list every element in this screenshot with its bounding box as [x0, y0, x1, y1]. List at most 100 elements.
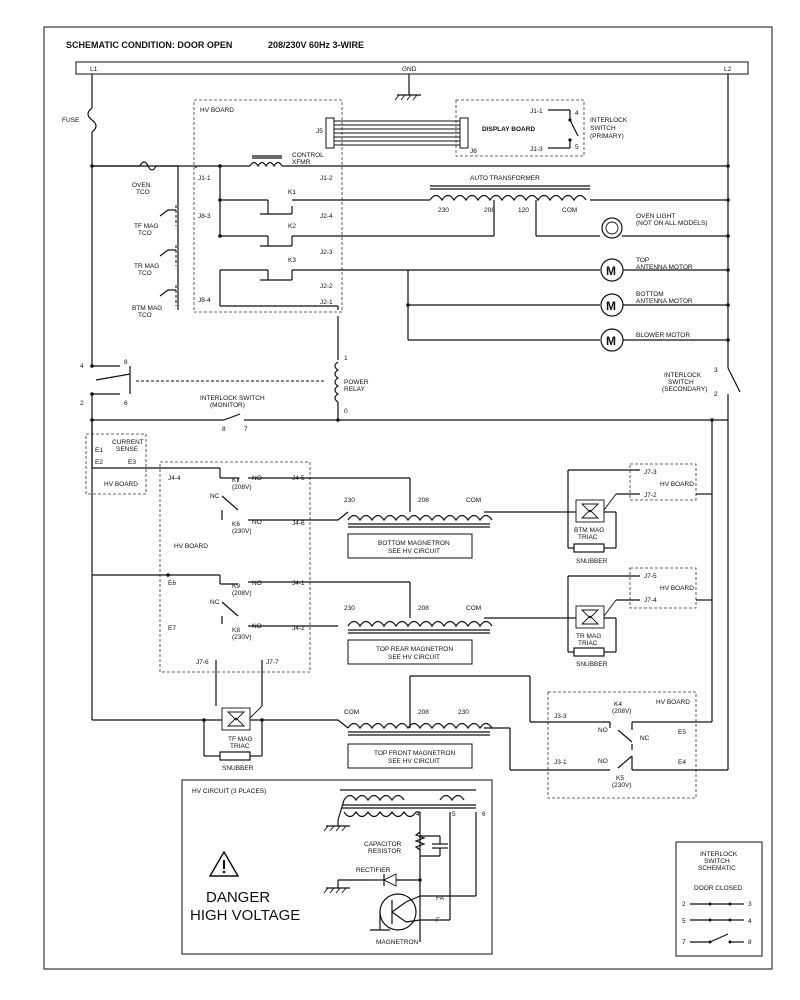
svg-text:J3-1: J3-1 — [554, 759, 567, 766]
svg-text:HV BOARD: HV BOARD — [660, 481, 694, 488]
svg-text:FA: FA — [436, 895, 445, 902]
hv-board-label: HV BOARD — [200, 107, 234, 114]
svg-text:XFMR: XFMR — [292, 159, 311, 166]
svg-text:1: 1 — [344, 355, 348, 362]
relay-k7-contact — [221, 495, 239, 511]
svg-text:SEE HV CIRCUIT: SEE HV CIRCUIT — [388, 548, 440, 555]
bottom-magnetron-transformer-icon — [347, 514, 493, 528]
svg-text:NC: NC — [640, 735, 650, 742]
svg-text:4: 4 — [748, 918, 752, 925]
svg-text:NC: NC — [210, 493, 220, 500]
terminal-l1: L1 — [90, 66, 98, 73]
fuse-icon — [87, 107, 97, 133]
svg-text:MAGNETRON: MAGNETRON — [376, 939, 419, 946]
svg-text:3: 3 — [714, 367, 718, 374]
svg-text:TR MAG: TR MAG — [576, 633, 601, 640]
hv-circuit-box — [181, 779, 493, 955]
danger-text: DANGER — [206, 889, 270, 906]
interlock-legend-box — [675, 841, 763, 957]
svg-text:K4: K4 — [614, 701, 622, 708]
oven-light-icon — [601, 217, 623, 239]
svg-text:INTERLOCK: INTERLOCK — [664, 372, 702, 379]
svg-text:TOP: TOP — [636, 257, 649, 264]
tr-snubber-icon — [573, 647, 605, 657]
btm-triac-hv-board — [629, 463, 697, 501]
svg-text:J8-4: J8-4 — [198, 297, 211, 304]
svg-text:J2-3: J2-3 — [320, 249, 333, 256]
svg-text:(MONITOR): (MONITOR) — [210, 402, 245, 409]
svg-text:K9: K9 — [232, 583, 240, 590]
svg-text:208: 208 — [418, 709, 429, 716]
btm-mag-tco-icon — [159, 285, 177, 306]
svg-text:E7: E7 — [168, 625, 176, 632]
ribbon-cable — [325, 117, 469, 149]
svg-text:K8: K8 — [232, 627, 240, 634]
svg-text:J4-4: J4-4 — [168, 475, 181, 482]
svg-text:ANTENNA MOTOR: ANTENNA MOTOR — [636, 264, 693, 271]
svg-text:TOP FRONT MAGNETRON: TOP FRONT MAGNETRON — [374, 750, 456, 757]
svg-text:NO: NO — [598, 758, 608, 765]
svg-text:E2: E2 — [95, 459, 103, 466]
relay-k5-contact — [617, 755, 633, 769]
svg-text:M: M — [606, 334, 616, 348]
svg-text:J7-2: J7-2 — [644, 492, 657, 499]
top-front-magnetron-box — [347, 743, 473, 769]
svg-text:COM: COM — [466, 497, 481, 504]
terminal-strip — [75, 61, 749, 75]
svg-text:3: 3 — [748, 901, 752, 908]
rectifier-diode-icon — [382, 873, 397, 887]
svg-text:M: M — [606, 299, 616, 313]
svg-text:K6: K6 — [232, 521, 240, 528]
svg-text:SWITCH: SWITCH — [704, 858, 730, 865]
display-board-label: DISPLAY BOARD — [482, 126, 535, 133]
btm-snubber-icon — [573, 543, 605, 553]
svg-text:5: 5 — [452, 811, 456, 818]
interlock-primary-switch — [569, 119, 579, 137]
svg-text:INTERLOCK: INTERLOCK — [700, 851, 738, 858]
svg-text:BTM MAG: BTM MAG — [132, 305, 162, 312]
tf-mag-triac-icon — [221, 705, 263, 731]
svg-text:NO: NO — [598, 727, 608, 734]
svg-text:2: 2 — [80, 400, 84, 407]
warning-triangle-icon — [208, 850, 240, 877]
ground-icon — [394, 74, 421, 101]
svg-text:E5: E5 — [678, 729, 686, 736]
svg-text:J1-2: J1-2 — [320, 175, 333, 182]
svg-text:7: 7 — [682, 939, 686, 946]
svg-text:SNUBBER: SNUBBER — [576, 661, 608, 668]
svg-text:HV BOARD: HV BOARD — [656, 699, 690, 706]
top-rear-magnetron-box — [347, 639, 473, 665]
svg-text:SCHEMATIC: SCHEMATIC — [698, 865, 736, 872]
svg-text:ANTENNA MOTOR: ANTENNA MOTOR — [636, 298, 693, 305]
svg-text:NO: NO — [252, 580, 262, 587]
svg-text:K7: K7 — [232, 477, 240, 484]
legend-switch-5-4 — [690, 918, 744, 922]
svg-text:0: 0 — [344, 408, 348, 415]
svg-text:J7-6: J7-6 — [196, 659, 209, 666]
svg-text:(NOT ON ALL MODELS): (NOT ON ALL MODELS) — [636, 220, 708, 227]
svg-text:J3-3: J3-3 — [554, 713, 567, 720]
svg-text:J8-3: J8-3 — [198, 213, 211, 220]
btm-mag-triac-icon — [575, 493, 617, 523]
relay-k4-contact — [617, 729, 633, 743]
schematic-condition: SCHEMATIC CONDITION: DOOR OPEN — [66, 40, 232, 50]
svg-text:INTERLOCK: INTERLOCK — [590, 117, 628, 124]
svg-text:TRIAC: TRIAC — [578, 640, 598, 647]
power-relay-coil-icon — [334, 361, 340, 403]
svg-text:(230V): (230V) — [232, 528, 252, 535]
svg-text:J2-4: J2-4 — [320, 213, 333, 220]
relay-k9-contact — [221, 601, 239, 617]
svg-text:J7-4: J7-4 — [644, 597, 657, 604]
svg-text:TF MAG: TF MAG — [228, 736, 253, 743]
j1-3-label: J1-3 — [530, 146, 543, 153]
svg-text:J4-1: J4-1 — [292, 580, 305, 587]
svg-text:(230V): (230V) — [612, 782, 632, 789]
auto-transformer-label: AUTO TRANSFORMER — [470, 175, 540, 182]
svg-text:CAPACITOR: CAPACITOR — [364, 841, 402, 848]
svg-text:SWITCH: SWITCH — [668, 379, 694, 386]
svg-text:E6: E6 — [168, 580, 176, 587]
terminal-gnd: GND — [402, 66, 417, 73]
svg-text:TR MAG: TR MAG — [134, 263, 159, 270]
svg-text:K1: K1 — [288, 189, 296, 196]
